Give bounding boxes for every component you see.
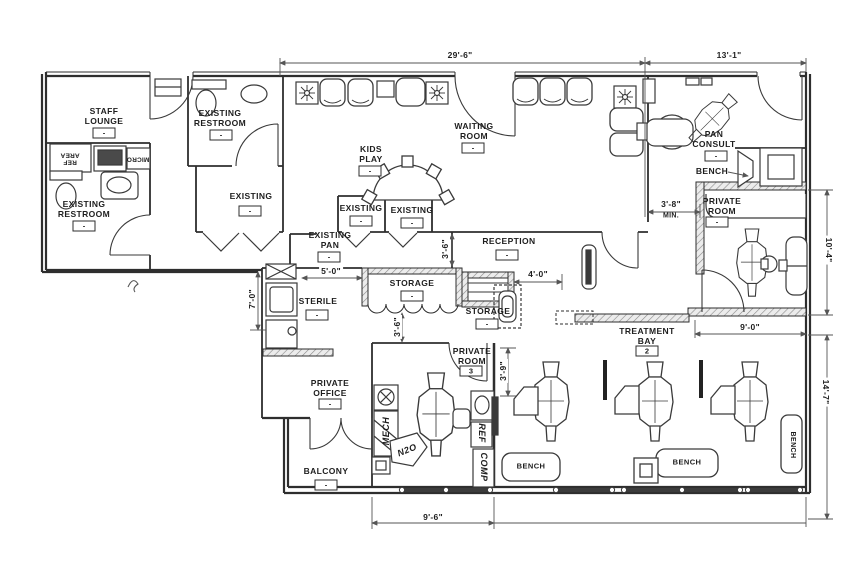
label-ref-area: REF AREA <box>60 151 80 166</box>
room-label-existing-closet-c: EXISTING <box>390 205 434 216</box>
label-bench-callout: BENCH <box>695 166 729 177</box>
treatment-bay-fixtures <box>501 360 803 484</box>
dimension-lines <box>250 57 833 529</box>
exterior-walls <box>40 71 812 495</box>
dental-chair <box>731 361 769 442</box>
room-tag-staff-lounge: - <box>92 127 116 139</box>
room-tag-storage-1: - <box>400 290 424 302</box>
dim-5-0: 5'-0" <box>319 266 343 276</box>
label-bench-1: BENCH <box>516 461 546 471</box>
label-bench-right: BENCH <box>789 431 797 459</box>
plant-icon <box>425 81 449 105</box>
room-tag-storage-2: - <box>475 318 499 330</box>
room-label-existing-pan: EXISTING PAN <box>308 230 352 250</box>
dim-9-6: 9'-6" <box>421 512 445 522</box>
room-tag-sterile: - <box>305 309 329 321</box>
room-tag-reception: - <box>495 249 519 261</box>
bench <box>780 414 803 474</box>
doors <box>109 75 803 450</box>
dim-9-0: 9'-0" <box>738 322 762 332</box>
plant-icon <box>295 81 319 105</box>
room-label-existing-restroom-top: EXISTING RESTROOM <box>193 108 247 128</box>
stool-icon <box>452 408 471 429</box>
room-tag-existing-closet-c: - <box>400 217 424 229</box>
room-label-staff-lounge: STAFF LOUNGE <box>84 106 124 126</box>
room-tag-existing-restroom-left: - <box>72 220 96 232</box>
handwritten-mech: MECH <box>381 416 391 446</box>
room-tag-existing-restroom-top: - <box>209 129 233 141</box>
private-room-3-fixtures <box>371 372 499 488</box>
room-tag-balcony: - <box>314 479 338 491</box>
dim-10-4: 10'-4" <box>824 235 834 265</box>
dim-14-7: 14'-7" <box>821 377 831 407</box>
private-room-right-fixtures <box>705 194 808 297</box>
sterile-fixtures <box>265 263 298 349</box>
label-micro: MICRO <box>126 155 150 163</box>
handwritten-scribble <box>127 280 139 293</box>
room-label-existing-closet-b: EXISTING <box>339 203 383 214</box>
dim-4-0: 4'-0" <box>526 269 550 279</box>
n2o-tag-outline <box>389 432 428 467</box>
room-label-private-room-3: PRIVATE ROOM <box>452 346 492 366</box>
room-label-pan-consult: PAN CONSULT <box>692 129 736 149</box>
bay-divider <box>699 360 703 398</box>
bench-nook <box>737 147 803 189</box>
dim-3-8-min: MIN. <box>661 212 681 220</box>
dim-7-0: 7'-0" <box>247 287 257 311</box>
side-cabinet-icon <box>614 385 640 415</box>
room-label-private-room-right: PRIVATE ROOM <box>702 196 742 216</box>
room-label-waiting-room: WAITING ROOM <box>454 121 494 141</box>
pan-consult-fixtures <box>636 77 744 150</box>
room-tag-private-office: - <box>318 398 342 410</box>
bifold-doors <box>202 232 418 252</box>
dim-3-8: 3'-8" <box>659 199 683 209</box>
room-tag-existing-closet-a: - <box>238 205 262 217</box>
dental-chair <box>636 361 674 442</box>
room-tag-waiting-room: - <box>461 142 485 154</box>
label-bench-2: BENCH <box>672 457 702 467</box>
room-label-balcony: BALCONY <box>303 466 349 477</box>
hatched-walls <box>262 181 807 357</box>
dim-13-1: 13'-1" <box>714 50 744 60</box>
side-cabinet-icon <box>513 386 539 416</box>
restroom-top-fixtures <box>191 79 268 117</box>
side-cabinet-icon <box>710 385 736 415</box>
room-tag-private-room-3: 3 <box>459 365 483 377</box>
bay-divider <box>603 360 607 400</box>
staff-lounge-fixtures <box>49 78 182 173</box>
room-label-treatment-bay: TREATMENT BAY <box>619 326 675 346</box>
room-tag-private-room-right: - <box>705 216 729 228</box>
room-label-reception: RECEPTION <box>482 236 536 247</box>
dim-29-6: 29'-6" <box>445 50 475 60</box>
room-label-private-office: PRIVATE OFFICE <box>310 378 350 398</box>
room-label-sterile: STERILE <box>298 296 338 307</box>
dim-3-6-a: 3'-6" <box>440 237 450 261</box>
room-tag-kids-play: - <box>358 165 382 177</box>
kids-play-table <box>360 155 456 206</box>
room-label-storage-1: STORAGE <box>389 278 435 289</box>
room-label-existing-restroom-left: EXISTING RESTROOM <box>57 199 111 219</box>
dim-3-9: 3'-9" <box>498 359 508 383</box>
reception-fixtures <box>493 244 597 329</box>
storage-1 <box>361 267 463 314</box>
bench <box>501 452 561 482</box>
room-tag-treatment-bay: 2 <box>635 345 659 357</box>
room-label-kids-play: KIDS PLAY <box>359 144 383 164</box>
room-label-storage-2: STORAGE <box>465 306 511 317</box>
room-tag-existing-pan: - <box>317 251 341 263</box>
interior-walls <box>46 76 806 487</box>
handwritten-comp: COMP <box>479 452 489 482</box>
plant-icon <box>613 85 637 109</box>
waiting-room-seating <box>295 77 644 157</box>
handwritten-ref: REF <box>477 423 487 443</box>
room-tag-existing-closet-b: - <box>349 215 373 227</box>
dim-3-6-b: 3'-6" <box>392 315 402 339</box>
room-label-existing-closet-a: EXISTING <box>229 191 273 202</box>
bench-leader-line <box>727 171 749 178</box>
room-tag-pan-consult: - <box>704 150 728 162</box>
restroom-left-fixtures <box>49 170 139 210</box>
windows <box>398 486 804 494</box>
